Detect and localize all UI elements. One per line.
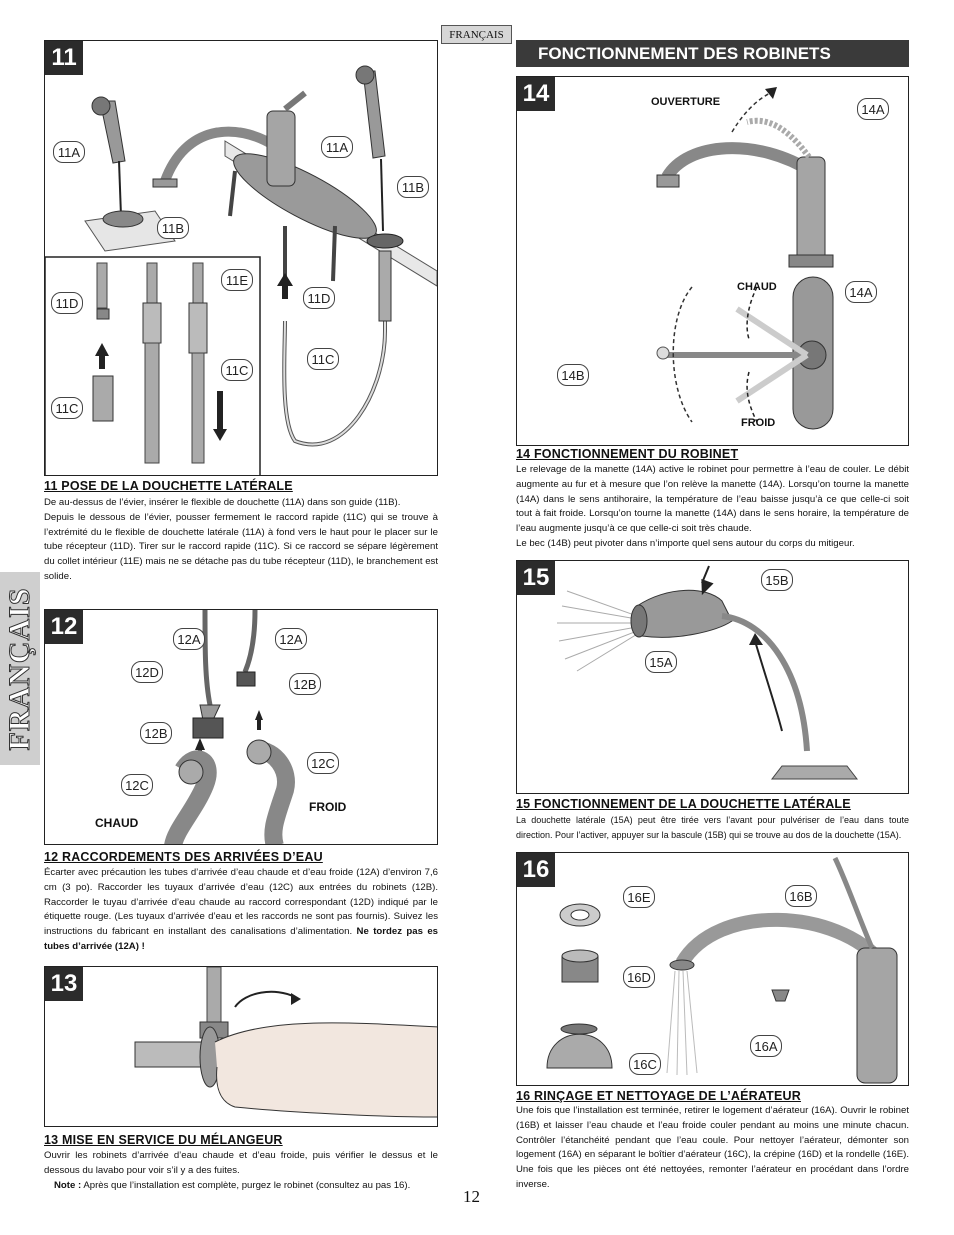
figure-11: 11: [44, 40, 438, 476]
step-14-body: Le relevage de la manette (14A) active l…: [516, 463, 909, 552]
callout-15b: 15B: [761, 569, 793, 591]
illustration-13: [134, 967, 437, 1118]
step-11-title: 11 POSE DE LA DOUCHETTE LATÉRALE: [44, 479, 293, 493]
step-number: 15: [517, 561, 555, 595]
callout-14a-bottom: 14A: [845, 281, 877, 303]
language-sidebar: FRANÇAIS: [0, 572, 40, 765]
step-13-body: Ouvrir les robinets d’arrivée d’eau chau…: [44, 1149, 438, 1193]
label-hot: CHAUD: [95, 816, 139, 830]
step-15-title: 15 FONCTIONNEMENT DE LA DOUCHETTE LATÉRA…: [516, 797, 851, 811]
callout-12b-left: 12B: [140, 722, 172, 744]
figure-15: 15 15B 15A: [516, 560, 909, 794]
illustration-14: [656, 87, 834, 430]
callout-12a-right: 12A: [275, 628, 307, 650]
figure-12: 12 12A 12A 12D 12B 12B 12C 12C CHAUD FRO…: [44, 609, 438, 845]
step-13-para-1: Ouvrir les robinets d’arrivée d’eau chau…: [44, 1150, 438, 1176]
step-11-para-2: Depuis le dessous de l’évier, pousser fe…: [44, 511, 438, 582]
illustration-15: [557, 565, 859, 780]
section-header: FONCTIONNEMENT DES ROBINETS: [516, 40, 909, 67]
step-13-para-2: Note : Après que l’installation est comp…: [44, 1179, 438, 1194]
callout-16c: 16C: [629, 1053, 661, 1075]
step-12-warning: Ne tordez pas es tubes d’arrivée (12A) !: [44, 926, 438, 952]
label-cold: FROID: [309, 800, 347, 814]
label-open: OUVERTURE: [651, 96, 721, 108]
callout-12d: 12D: [131, 661, 163, 683]
language-tab: FRANÇAIS: [441, 25, 512, 44]
step-number: 16: [517, 853, 555, 887]
callout-14b: 14B: [557, 364, 589, 386]
callout-11d-right: 11D: [303, 287, 335, 309]
callout-12c-right: 12C: [307, 752, 339, 774]
illustration-16: [546, 856, 898, 1084]
callout-11a-right: 11A: [321, 136, 353, 158]
step-12-body: Écarter avec précaution les tubes d’arri…: [44, 866, 438, 955]
callout-11c-right: 11C: [307, 348, 339, 370]
label-cold-14: FROID: [741, 417, 776, 429]
label-hot-14: CHAUD: [737, 281, 777, 293]
step-16-body: Une fois que l’installation est terminée…: [516, 1104, 909, 1193]
callout-16e: 16E: [623, 886, 655, 908]
step-number: 11: [45, 41, 83, 75]
figure-13: 13: [44, 966, 438, 1127]
illustration-11: [45, 65, 437, 475]
step-13-note-text: Après que l’installation est complète, p…: [83, 1179, 411, 1191]
callout-14a-top: 14A: [857, 98, 889, 120]
callout-16b: 16B: [785, 885, 817, 907]
illustration-12: [164, 610, 295, 844]
sidebar-label: FRANÇAIS: [3, 586, 37, 751]
step-13-title: 13 MISE EN SERVICE DU MÉLANGEUR: [44, 1133, 283, 1147]
step-13-note-label: Note :: [54, 1179, 82, 1191]
figure-16: 16 16E 16B 16D 16A 16C: [516, 852, 909, 1086]
step-12-text: Écarter avec précaution les tubes d’arri…: [44, 867, 438, 938]
step-15-body: La douchette latérale (15A) peut être ti…: [516, 813, 909, 843]
page-number: 12: [463, 1187, 480, 1206]
step-14-title: 14 FONCTIONNEMENT DU ROBINET: [516, 447, 739, 461]
callout-15a: 15A: [645, 651, 677, 673]
step-14-para-2: Le bec (14B) peut pivoter dans n’importe…: [516, 537, 855, 549]
step-12-title: 12 RACCORDEMENTS DES ARRIVÉES D’EAU: [44, 850, 323, 864]
callout-11a-left: 11A: [53, 141, 85, 163]
step-number: 13: [45, 967, 83, 1001]
callout-12c-left: 12C: [121, 774, 153, 796]
step-15-para-1: La douchette latérale (15A) peut être ti…: [516, 815, 909, 840]
step-14-para-1: Le relevage de la manette (14A) active l…: [516, 464, 909, 535]
step-number: 12: [45, 610, 83, 644]
step-11-body: De au-dessus de l’évier, insérer le flex…: [44, 496, 438, 585]
callout-11c-inset-right: 11C: [221, 359, 253, 381]
figure-14: 14 OUVERTURE 14A CHAUD 14A 14B FROID: [516, 76, 909, 446]
step-12-para-1: Écarter avec précaution les tubes d’arri…: [44, 866, 438, 955]
callout-16a: 16A: [750, 1035, 782, 1057]
callout-11e-inset: 11E: [221, 269, 253, 291]
callout-16d: 16D: [623, 966, 655, 988]
step-16-title: 16 RINÇAGE ET NETTOYAGE DE L’AÉRATEUR: [516, 1089, 801, 1103]
callout-11b-left: 11B: [157, 217, 189, 239]
callout-11c-inset-left: 11C: [51, 397, 83, 419]
step-number: 14: [517, 77, 555, 111]
step-16-para-1: Une fois que l’installation est terminée…: [516, 1105, 909, 1190]
callout-12b-right: 12B: [289, 673, 321, 695]
step-11-para-1: De au-dessus de l’évier, insérer le flex…: [44, 497, 401, 508]
callout-12a-left: 12A: [173, 628, 205, 650]
callout-11b-right: 11B: [397, 176, 429, 198]
callout-11d-inset: 11D: [51, 292, 83, 314]
